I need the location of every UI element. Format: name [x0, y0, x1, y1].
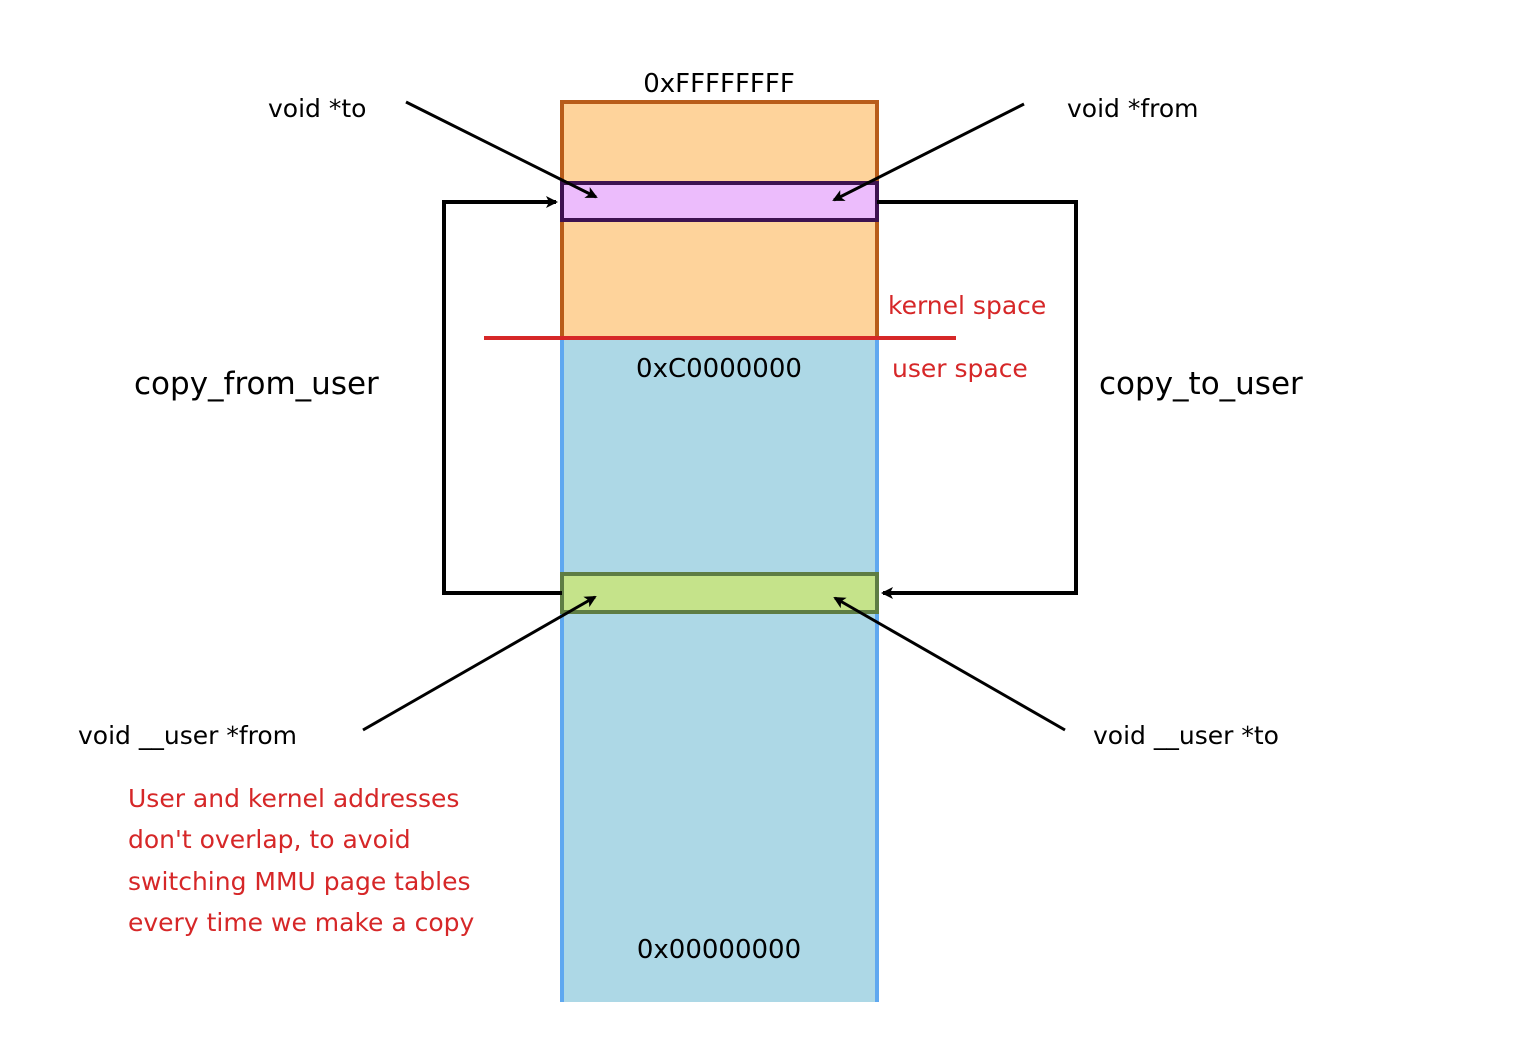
address-boundary-label: 0xC0000000 — [636, 354, 802, 384]
user-space-region — [562, 338, 877, 1002]
note-line-1: User and kernel addresses — [128, 784, 459, 813]
kernel-to-pointer-arrow — [405, 100, 598, 199]
user-space-label: user space — [892, 354, 1028, 383]
kernel-buffer — [560, 181, 879, 222]
copy-to-user-label: copy_to_user — [1099, 366, 1303, 402]
copy-from-user-label: copy_from_user — [134, 366, 379, 402]
address-bottom-label: 0x00000000 — [637, 935, 801, 965]
user-from-pointer-arrow — [362, 595, 597, 732]
user-to-pointer-label: void __user *to — [1093, 721, 1279, 750]
copy-to-user-arrow — [877, 200, 1078, 599]
kernel-to-pointer-label: void *to — [268, 94, 366, 123]
kernel-from-pointer-label: void *from — [1067, 94, 1199, 123]
kernel-from-pointer-arrow — [832, 102, 1025, 202]
user-buffer — [560, 572, 879, 614]
note-line-3: switching MMU page tables — [128, 867, 471, 896]
note-line-2: don't overlap, to avoid — [128, 825, 411, 854]
user-from-pointer-label: void __user *from — [78, 721, 297, 750]
address-top-label: 0xFFFFFFFF — [643, 69, 795, 99]
note-line-4: every time we make a copy — [128, 908, 475, 937]
user-to-pointer-arrow — [833, 596, 1066, 732]
copy-from-user-arrow — [442, 196, 562, 595]
kernel-space-label: kernel space — [888, 291, 1046, 320]
